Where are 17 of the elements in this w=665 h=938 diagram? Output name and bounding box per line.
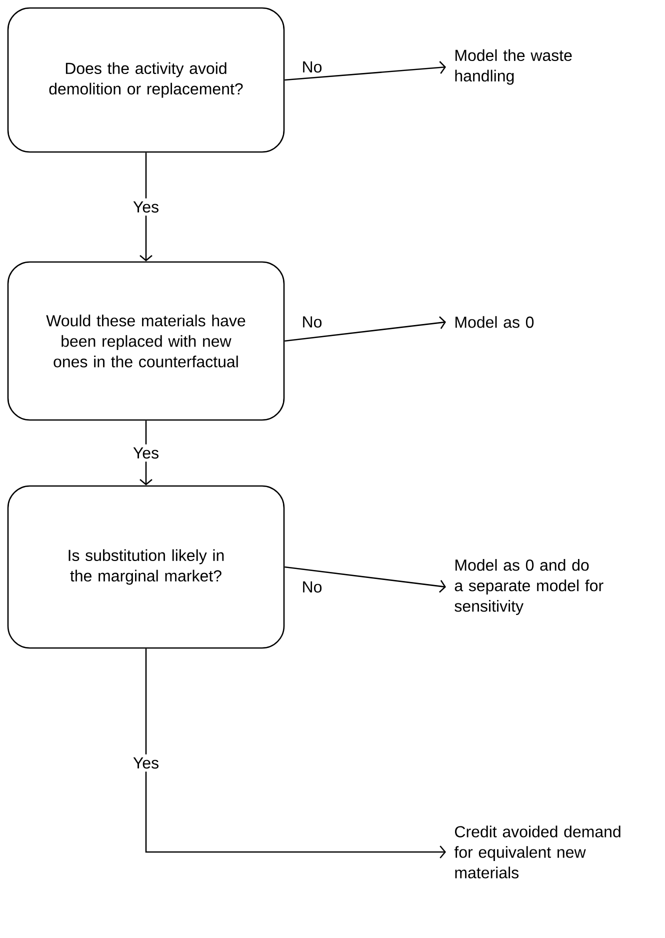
decision-box: Would these materials have been replaced with new ones in the counterfactual — [7, 261, 285, 421]
edge-label: No — [298, 578, 326, 596]
arrow — [284, 566, 446, 593]
outcome-text: Model as 0 — [456, 316, 534, 328]
outcome-text: Model as 0 and do a separate model for sensitivity — [454, 559, 604, 615]
outcome-text: Credit avoided demand for equivalent new materials — [454, 826, 620, 878]
edge-label: Yes — [130, 754, 162, 772]
edge-label: Yes — [130, 444, 162, 462]
edge-label: Yes — [130, 198, 162, 216]
arrow — [284, 61, 446, 81]
outcome-text: Model the waste handling — [455, 49, 572, 85]
decision-box: Is substitution likely in the marginal market? — [7, 485, 285, 649]
arrow — [284, 316, 446, 342]
decision-box: Does the activity avoid demolition or replacement? — [7, 7, 285, 153]
edge-label: No — [298, 58, 326, 76]
edge-label: No — [298, 313, 326, 331]
arrow — [145, 648, 446, 858]
